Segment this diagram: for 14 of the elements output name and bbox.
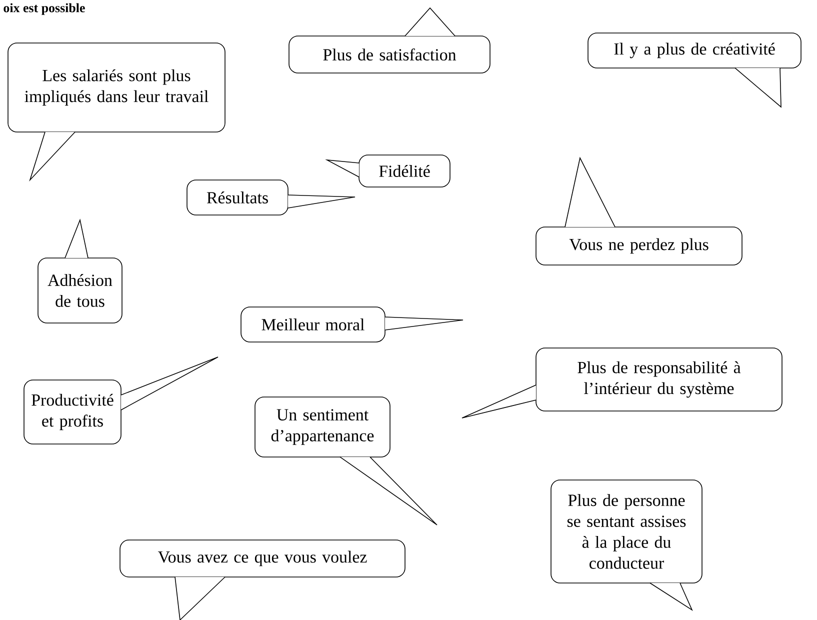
speech-bubble: Plus de satisfaction xyxy=(288,7,490,74)
speech-bubble: Il y a plus de créativité xyxy=(588,32,802,108)
speech-bubble: Plus de responsabilité à l’intérieur du système xyxy=(462,348,782,418)
speech-bubble: Vous ne perdez plus xyxy=(536,156,742,266)
speech-bubble: Les salariés sont plus impliqués dans leur travail xyxy=(8,42,226,182)
speech-bubble: Adhésion de tous xyxy=(38,218,122,324)
speech-bubble: Fidélité xyxy=(325,154,450,188)
speech-bubble: Plus de personne se sentant assises à la place du conducteur xyxy=(550,480,702,612)
speech-bubble: Meilleur moral xyxy=(240,306,464,342)
speech-bubble: Résultats xyxy=(186,180,356,216)
title: oix est possible xyxy=(4,3,85,15)
speech-bubble: Vous avez ce que vous voulez xyxy=(120,540,406,620)
speech-bubble: Un sentiment d’appartenance xyxy=(254,396,438,526)
speech-bubble: Productivité et profits xyxy=(24,356,218,444)
